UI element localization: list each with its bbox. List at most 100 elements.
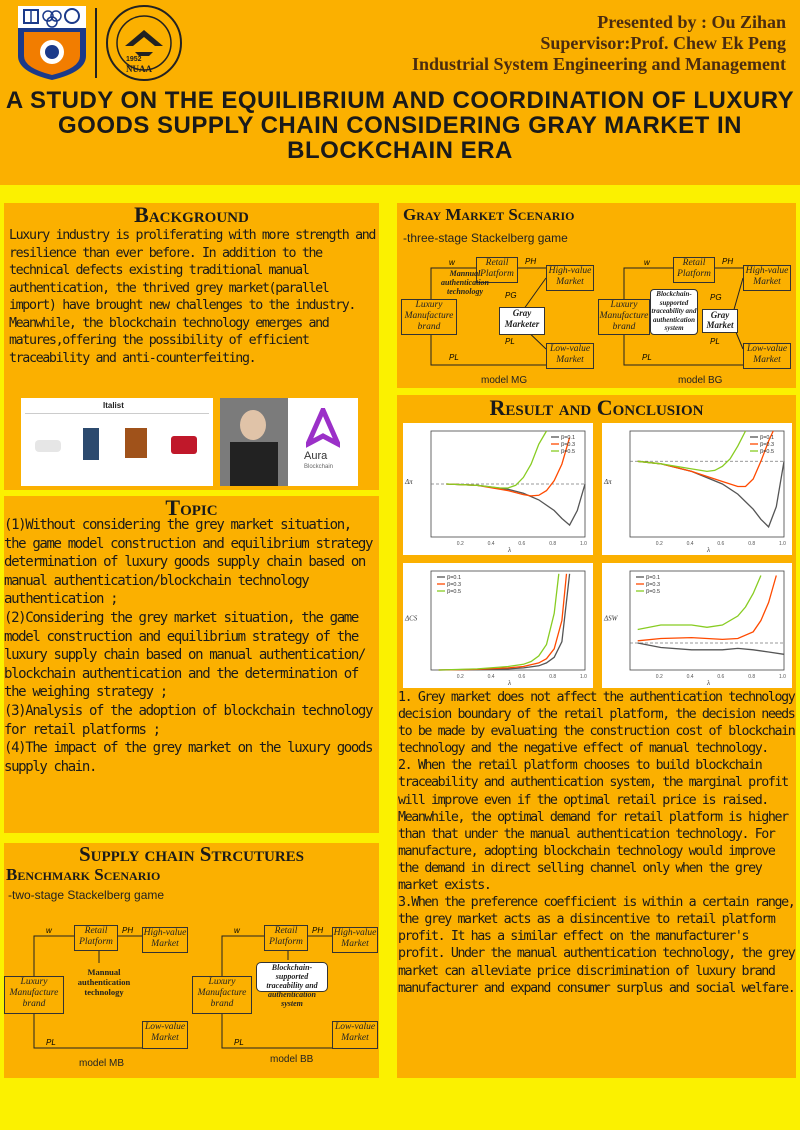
x-axis-label: λ — [706, 546, 710, 554]
supply-chain-panel: Supply chain Strcutures Benchmark Scenar… — [4, 843, 379, 1078]
manual-auth-label: Mannual authentication technology — [440, 269, 489, 296]
manufacture-box: Luxury Manufacture brand — [4, 976, 64, 1014]
x-tick-label: 0.6 — [717, 541, 724, 547]
topic-panel: Topic (1)Without considering the grey ma… — [4, 496, 379, 833]
x-tick-label: 0.6 — [717, 674, 724, 680]
x-tick-label: 0.4 — [488, 674, 495, 680]
nuaa-seal-icon — [106, 5, 182, 81]
x-tick-label: 0.8 — [748, 674, 755, 680]
legend-label: β=0.5 — [646, 589, 660, 595]
gray-market-panel: Gray Market Scenario -three-stage Stacke… — [397, 203, 796, 388]
legend-label: β=0.1 — [646, 575, 660, 581]
topic-list: (1)Without considering the grey market s… — [4, 516, 379, 776]
conclusions: 1. Grey market does not affect the authe… — [398, 689, 796, 997]
topic-heading: Topic — [165, 495, 218, 520]
aura-sub: Blockchain — [304, 464, 334, 470]
product-dress — [83, 428, 99, 460]
background-heading: Background — [134, 202, 249, 227]
series-line-3 — [637, 430, 747, 473]
legend-label: β=0.5 — [447, 589, 461, 595]
supervisor: Supervisor:Prof. Chew Ek Peng — [540, 33, 786, 53]
legend-label: β=0.5 — [561, 449, 575, 455]
label-ph: PH — [312, 926, 324, 935]
diagram-model-bg: Retail Platform High-value Market Luxury… — [598, 253, 793, 388]
diagram-model-bb: Retail Platform High-value Market Luxury… — [192, 918, 382, 1078]
label-pl-top: PL — [710, 337, 720, 346]
topic-item-1: (1)Without considering the grey market s… — [4, 517, 373, 608]
benchmark-heading: Benchmark Scenario — [6, 865, 161, 884]
program: Industrial System Engineering and Manage… — [411, 54, 786, 74]
x-tick-label: 0.2 — [457, 674, 464, 680]
x-tick-label: 0.8 — [549, 541, 556, 547]
conclusion-2: 2. When the retail platform chooses to b… — [398, 758, 789, 894]
benchmark-note: -two-stage Stackelberg game — [8, 888, 165, 902]
background-panel: Background Luxury industry is proliferat… — [4, 203, 379, 490]
plot-frame — [629, 430, 785, 538]
product-jacket — [125, 428, 147, 458]
label-pg: PG — [710, 293, 722, 302]
aura-brand: Aura — [304, 450, 328, 462]
manufacture-box: Luxury Manufacture brand — [192, 976, 252, 1014]
low-value-box: Low-value Market — [142, 1021, 188, 1049]
gray-note: -three-stage Stackelberg game — [403, 231, 568, 245]
plot-frame — [629, 570, 785, 671]
manufacture-box: Luxury Manufacture brand — [401, 299, 457, 335]
x-tick-label: 0.4 — [488, 541, 495, 547]
x-tick-label: 0.6 — [518, 674, 525, 680]
poster-title: A study on the equilibrium and coordinat… — [5, 87, 795, 164]
gray-market-box: Gray Market — [702, 309, 738, 333]
x-tick-label: 0.2 — [656, 674, 663, 680]
label-ph: PH — [122, 926, 134, 935]
label-ph: PH — [525, 257, 537, 266]
gray-marketer-box: Gray Marketer — [499, 307, 545, 335]
result-heading: Result and Conclusion — [489, 395, 704, 420]
product-sneaker — [35, 440, 61, 452]
seal-abbrev: NUAA — [126, 64, 152, 74]
series-line-2 — [446, 437, 571, 497]
x-tick-label: 0.8 — [748, 541, 755, 547]
x-tick-label: 1.0 — [580, 541, 587, 547]
x-tick-label: 1.0 — [580, 674, 587, 680]
product-bag — [171, 436, 197, 454]
label-ph: PH — [722, 257, 734, 266]
topic-item-2: (2)Considering the grey market situation… — [4, 609, 366, 701]
series-line-3 — [637, 575, 762, 631]
supply-heading: Supply chain Strcutures — [79, 842, 304, 866]
label-w: w — [449, 258, 455, 267]
legend-label: β=0.1 — [447, 575, 461, 581]
label-pl: PL — [234, 1038, 244, 1047]
gray-heading: Gray Market Scenario — [403, 205, 575, 224]
low-value-box: Low-value Market — [332, 1021, 378, 1049]
x-tick-label: 0.2 — [457, 541, 464, 547]
retail-platform-box: Retail Platform — [673, 257, 715, 283]
y-axis-label: Δπ — [603, 478, 612, 486]
aura-logo-icon — [306, 408, 340, 448]
x-axis-label: λ — [507, 679, 511, 687]
label-pl-top: PL — [505, 337, 515, 346]
background-text: Luxury industry is proliferating with mo… — [9, 228, 376, 366]
high-value-box: High-value Market — [546, 265, 594, 291]
conclusion-1: 1. Grey market does not affect the authe… — [398, 690, 796, 757]
x-tick-label: 0.8 — [549, 674, 556, 680]
plot-frame — [430, 570, 586, 671]
topic-item-3: (3)Analysis of the adoption of blockchai… — [4, 702, 373, 738]
x-tick-label: 1.0 — [779, 674, 786, 680]
diagram-arrows — [33, 935, 142, 1049]
x-axis-label: λ — [706, 679, 710, 687]
low-value-box: Low-value Market — [546, 343, 594, 369]
high-value-box: High-value Market — [142, 927, 188, 953]
low-value-box: Low-value Market — [743, 343, 791, 369]
high-value-box: High-value Market — [332, 927, 378, 953]
model-mg-label: model MG — [481, 375, 528, 386]
series-line-2 — [637, 575, 777, 642]
label-pg: PG — [505, 291, 517, 300]
y-axis-label: ΔCS — [404, 615, 418, 623]
label-w: w — [46, 926, 52, 935]
legend-label: β=0.5 — [760, 449, 774, 455]
credits: Presented by : Ou Zihan Supervisor:Prof.… — [412, 12, 786, 75]
header-band: 1952 NUAA Presented by : Ou Zihan Superv… — [0, 0, 800, 185]
